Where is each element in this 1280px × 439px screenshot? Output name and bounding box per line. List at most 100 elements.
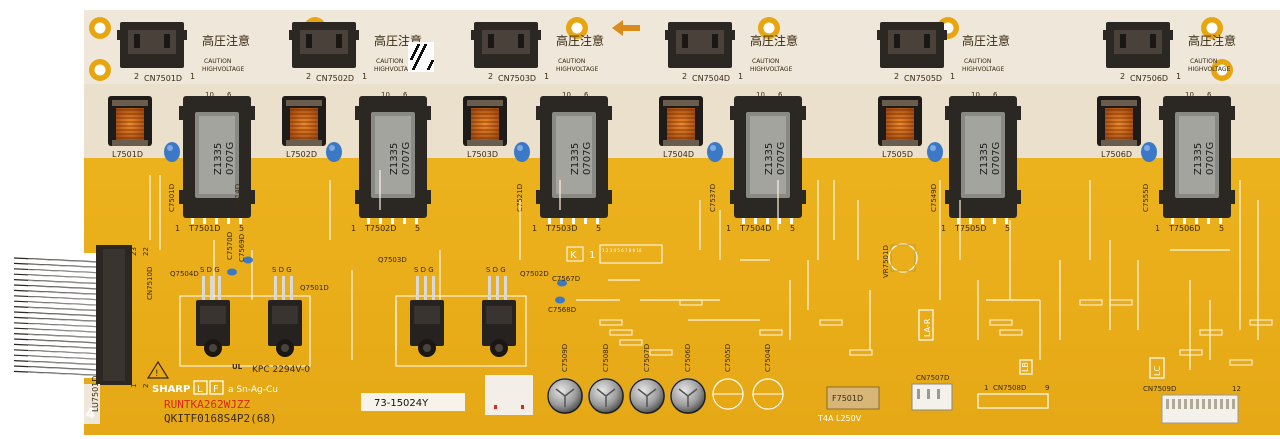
transistor-pins: S D G [414,266,434,274]
pad [1109,299,1133,306]
sticker-text: 73-15024Y [374,398,429,409]
svg-text:2: 2 [894,72,899,81]
svg-text:5: 5 [790,224,795,233]
capacitor-label: C7507D [643,344,651,372]
capacitor-c7506d: C7506D [670,344,706,414]
brand-sharp: SHARP [152,384,190,395]
svg-text:6: 6 [403,91,408,99]
caution-en: CAUTION [1190,58,1217,65]
fuse-rating: T4A L250V [817,414,862,423]
svg-text:22: 22 [142,247,150,256]
svg-text:5: 5 [596,224,601,233]
svg-text:1: 1 [130,384,138,388]
pad [759,329,783,336]
k-box-n: 1 [589,250,595,261]
edge-connector-body [96,245,132,385]
pad [609,329,633,336]
k-box [566,246,584,262]
capacitor-c7505d: C7505D [712,344,744,410]
edge-connector-label: CN7510D [146,267,154,300]
inductor-label: L7503D [467,150,498,159]
inductor-label: L7504D [663,150,694,159]
transformer-code: 0707G [225,142,236,175]
small-capacitor [243,256,253,264]
svg-text:5: 5 [1005,224,1010,233]
svg-text:1: 1 [1155,224,1160,233]
blue-capacitor [927,142,943,162]
kpc-label: KPC 2294V-0 [252,365,310,375]
blue-capacitor [707,142,723,162]
small-cap-label: C7569D [238,234,246,262]
transformer-code: 0707G [582,142,593,175]
bottom-markings: 4 LU7501D ! SHARP L F a Sn-Ag-Cu UL KPC … [84,360,533,425]
transformer-label: T7501D [188,224,220,233]
caution-en: HIGHVOLTAGE [556,66,599,73]
svg-text:1: 1 [175,224,180,233]
connector-pin [1196,399,1199,409]
connector-pin [1202,399,1205,409]
pad [1199,329,1223,336]
small-capacitor [557,279,567,287]
caution-kanji: 高圧注意 [750,33,798,48]
inductor-l7503d: L7503D [463,96,507,159]
svg-text:5: 5 [415,224,420,233]
caution-en: HIGHVOLTAGE [962,66,1005,73]
part-number: RUNTKA262WJZZ [164,398,250,411]
connector-pin [1220,399,1223,409]
caution-en: CAUTION [204,58,231,65]
blue-capacitor [514,142,530,162]
blue-capacitor [164,142,180,162]
inductor-l7501d: L7501D [108,96,152,159]
pad [1179,349,1203,356]
svg-text:1: 1 [190,72,195,81]
capacitor-label: C7506D [684,344,692,372]
caution-en: CAUTION [376,58,403,65]
capacitor-label: C7504D [764,344,772,372]
ul-label: LU7501D [91,376,100,412]
pad [849,349,873,356]
sticker [361,393,465,411]
connector-pin [1214,399,1217,409]
svg-text:1: 1 [726,224,731,233]
corner-mark: 4 [86,407,95,422]
svg-text:1: 1 [941,224,946,233]
side-cap-label: C7501D [168,184,176,212]
transformer-label: T7506D [1168,224,1200,233]
transistor-pins: S D G [486,266,506,274]
svg-text:1: 1 [532,224,537,233]
connector-8 [977,393,1049,409]
transistor-pins: S D G [272,266,292,274]
svg-text:6: 6 [584,91,589,99]
transformer-label: T7504D [739,224,771,233]
capacitor-c7509d: C7509D [547,344,583,414]
caution-en: HIGHVOLTAGE [374,66,417,73]
side-cap-label: C7521D [516,184,524,212]
svg-text:2: 2 [682,72,687,81]
svg-text:2: 2 [142,384,150,388]
svg-text:10: 10 [205,91,214,99]
inductor-label: L7505D [882,150,913,159]
pad [619,339,643,346]
svg-text:2: 2 [1120,72,1125,81]
small-capacitor [555,296,565,304]
connector-pin [1232,399,1235,409]
fuse-label: F7501D [832,394,863,403]
k-box-k: K [570,250,577,261]
direction-arrow [612,20,640,36]
data-matrix [408,42,434,72]
inductor-l7504d: L7504D [659,96,703,159]
inductor-l7502d: L7502D [282,96,326,159]
caution-en: CAUTION [752,58,779,65]
pad [599,319,623,326]
small-cap-label: C7570D [226,232,234,260]
transistor-pins: S D G [200,266,220,274]
svg-text:10: 10 [756,91,765,99]
side-cap-label: C7537D [709,184,717,212]
